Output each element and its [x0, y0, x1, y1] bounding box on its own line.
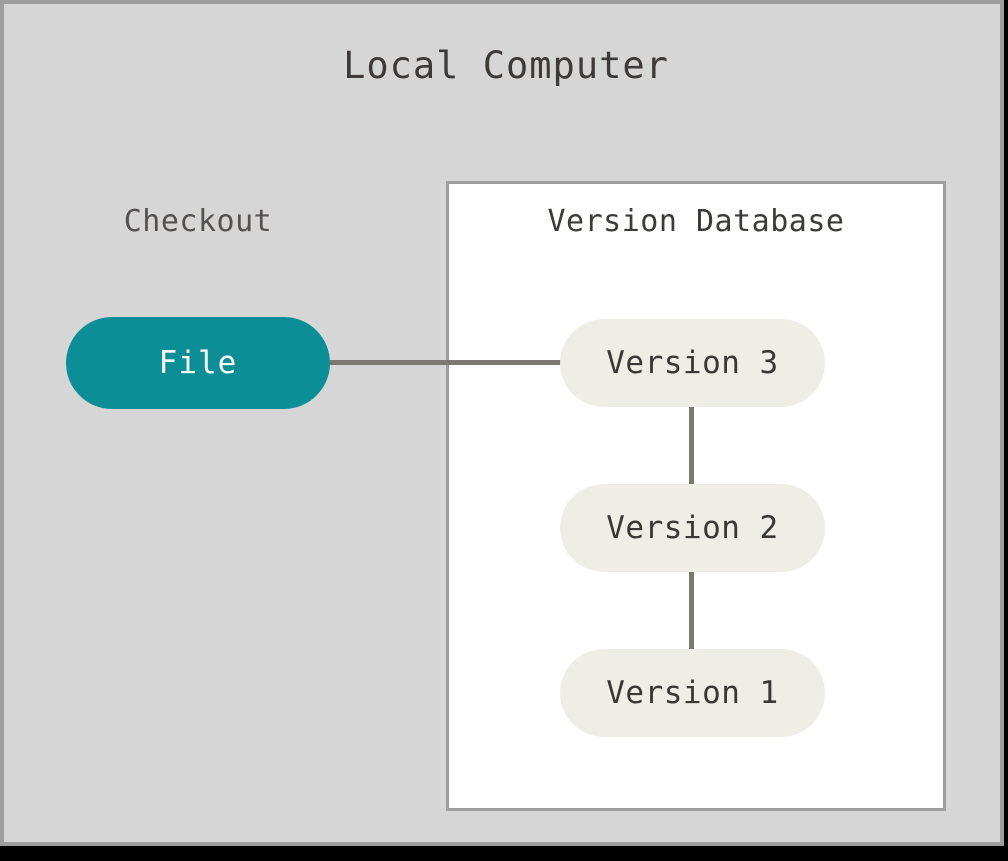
- node-file[interactable]: File: [66, 317, 330, 409]
- edge-file-to-version-3: [330, 360, 564, 365]
- version-database-label: Version Database: [547, 204, 845, 239]
- edge-version-2-to-version-1: [689, 567, 694, 655]
- checkout-section-label: Checkout: [123, 204, 273, 239]
- page-title: Local Computer: [343, 44, 669, 87]
- node-version-1[interactable]: Version 1: [560, 649, 825, 737]
- local-computer-frame: Local Computer Checkout Version Database…: [0, 0, 1004, 846]
- node-version-2[interactable]: Version 2: [560, 484, 825, 572]
- node-version-3[interactable]: Version 3: [560, 319, 825, 407]
- edge-version-3-to-version-2: [689, 402, 694, 490]
